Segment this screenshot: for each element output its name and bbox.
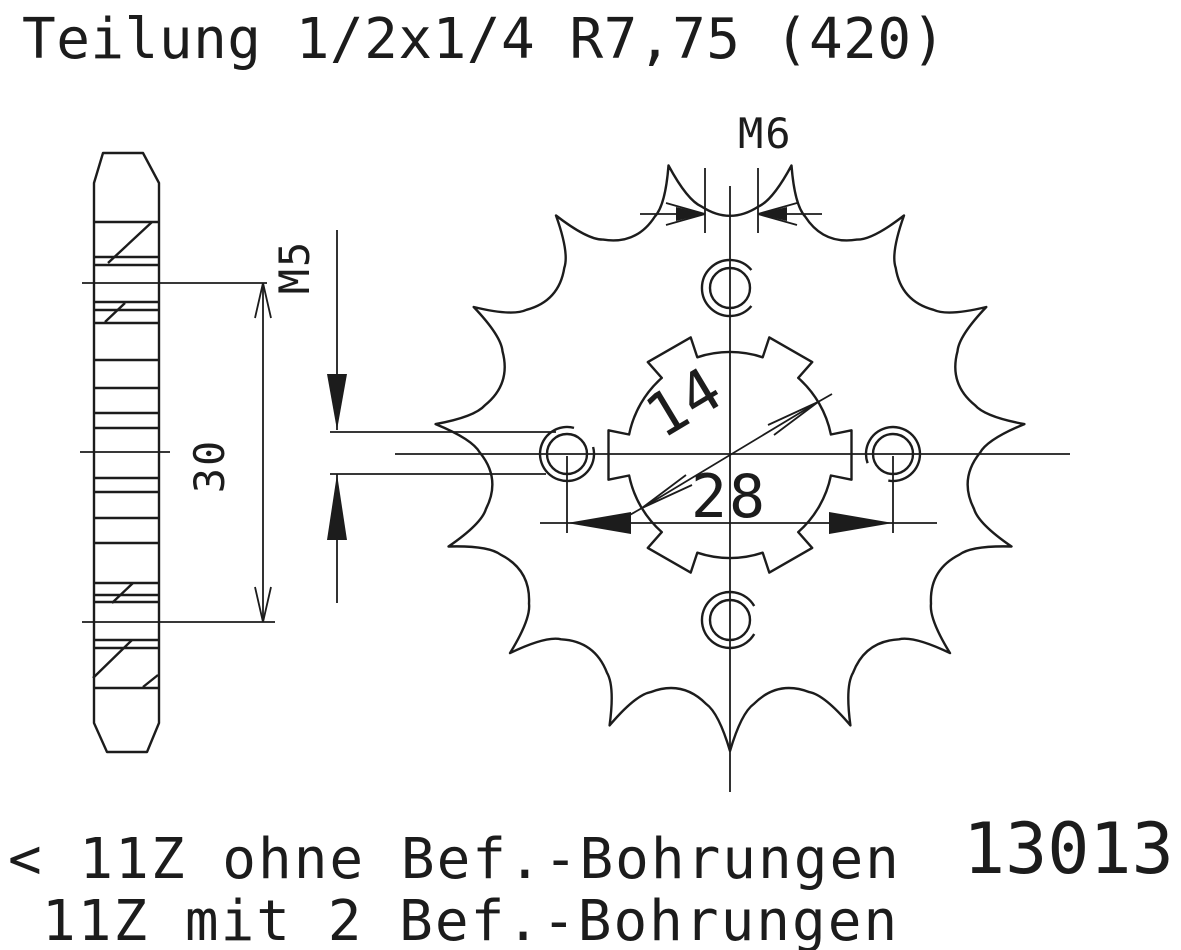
- dim-28-extension-lines: [566, 456, 894, 533]
- dim-28-arrow-left-icon: [567, 512, 631, 534]
- dim-30-label: 30: [185, 439, 234, 494]
- bolt-hole-bottom-circle: [708, 598, 752, 642]
- bolt-hole-top: [700, 258, 753, 318]
- dimension-30: 30: [82, 282, 275, 623]
- bolt-hole-right-thread-arc: [864, 425, 922, 483]
- dim-m6-label: M6: [738, 109, 793, 158]
- drawing-title: Teilung 1/2x1/4 R7,75 (420): [22, 7, 946, 72]
- bolt-hole-bottom-thread-arc: [700, 590, 756, 650]
- dim-m5-arrow-down-icon: [327, 374, 347, 430]
- dim-28-label: 28: [691, 462, 767, 532]
- dim-14-label: 14: [634, 353, 735, 452]
- dim-30-arrow-down-icon: [254, 586, 272, 623]
- dimension-28: 28: [540, 456, 937, 534]
- dim-m5-projection-lines: [330, 431, 556, 475]
- bolt-hole-top-circle: [708, 266, 752, 310]
- side-view-outline: [92, 151, 161, 754]
- dim-30-extension-lines: [82, 282, 275, 623]
- side-view: [80, 151, 170, 754]
- dim-m5-arrow-up-icon: [327, 474, 347, 540]
- dim-m6-extension-ticks: [704, 168, 759, 233]
- dim-m6-arrow-whiskers: [665, 202, 798, 226]
- bolt-hole-top-thread-arc: [700, 258, 753, 318]
- hub-spline-bore: [607, 336, 853, 574]
- dimension-m6: M6: [640, 109, 822, 233]
- side-view-section-lines: [94, 220, 159, 690]
- side-view-hatch-lines: [92, 221, 159, 688]
- dim-14-arrow-sw-icon: [641, 474, 693, 509]
- dim-28-arrow-right-icon: [829, 512, 893, 534]
- sprocket-outline: [434, 164, 1026, 753]
- dim-m5-label: M5: [270, 240, 319, 295]
- dimension-m5: M5: [270, 230, 556, 603]
- dim-m6-arrow-right-icon: [676, 207, 705, 221]
- notes-block: < 11Z ohne Bef.-Bohrungen 11Z mit 2 Bef.…: [8, 827, 901, 950]
- bolt-hole-left-thread-arc: [538, 425, 596, 483]
- bolt-hole-bottom: [700, 590, 756, 650]
- dim-14-arrow-ne-icon: [767, 401, 819, 436]
- dim-30-arrow-up-icon: [254, 282, 272, 319]
- note-line-2: 11Z mit 2 Bef.-Bohrungen: [42, 889, 899, 950]
- dim-m6-arrow-left-icon: [758, 207, 787, 221]
- note-line-1: < 11Z ohne Bef.-Bohrungen: [8, 827, 901, 892]
- part-number: 13013: [963, 808, 1174, 890]
